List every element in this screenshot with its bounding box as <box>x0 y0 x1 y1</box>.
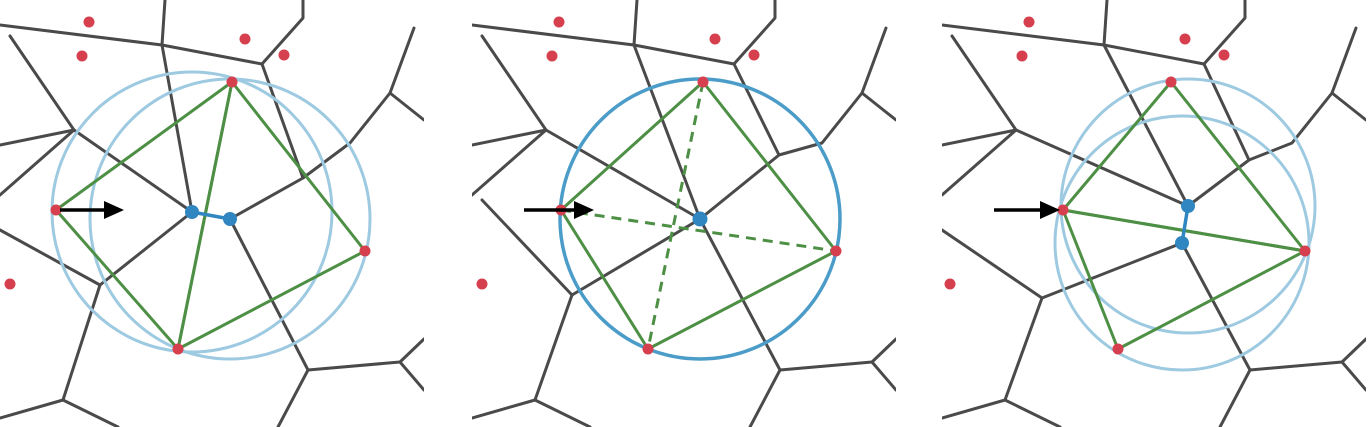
circumcircle-2 <box>1053 114 1311 372</box>
right-arrow-icon <box>994 201 1060 219</box>
delaunay-diagonal-2 <box>560 208 837 253</box>
voronoi-vertex <box>185 205 199 219</box>
sites <box>476 16 842 355</box>
panel-before-flip <box>0 0 424 427</box>
delaunay-edges <box>1061 80 1307 351</box>
sites <box>944 16 1311 355</box>
right-arrow-icon <box>524 201 594 219</box>
panel-before-flip-canvas <box>0 0 424 427</box>
panel-after-flip-canvas <box>942 0 1366 427</box>
delaunay-diagonal-1 <box>646 81 705 350</box>
right-arrow-icon <box>60 201 124 219</box>
voronoi-edges <box>0 0 424 427</box>
voronoi-vertex <box>692 211 708 227</box>
voronoi-vertices <box>1175 199 1195 250</box>
voronoi-vertex <box>223 212 237 226</box>
panel-degenerate-canvas <box>472 0 896 427</box>
voronoi-vertex <box>1181 199 1195 213</box>
voronoi-edges <box>942 0 1366 427</box>
panel-degenerate <box>472 0 896 427</box>
voronoi-edges <box>472 0 896 427</box>
voronoi-vertex <box>1175 236 1189 250</box>
panel-after-flip <box>942 0 1366 427</box>
sites <box>4 16 371 355</box>
voronoi-vertices <box>185 205 237 226</box>
